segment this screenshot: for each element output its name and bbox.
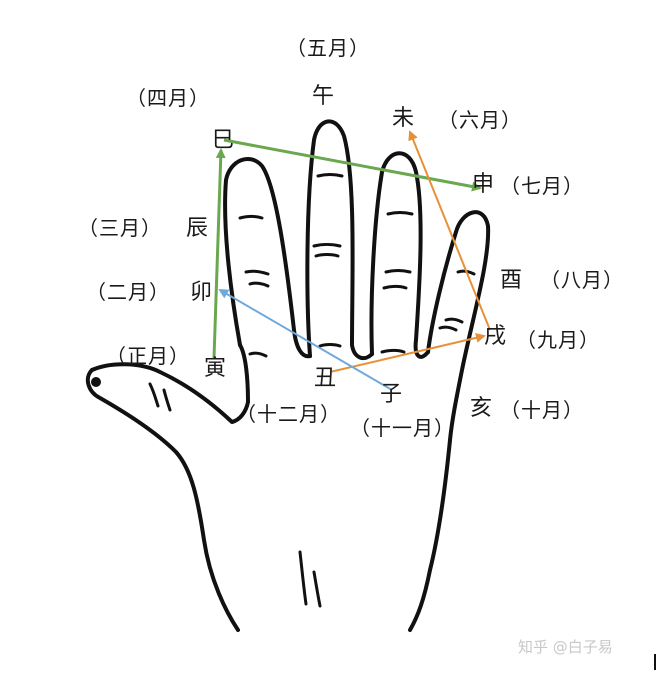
branch-label-hai: 亥 [470, 396, 493, 421]
branch-label-chou: 丑 [314, 366, 337, 391]
month-label-6: （六月） [438, 108, 522, 132]
palm-right-edge [408, 438, 452, 632]
month-label-2: （二月） [86, 280, 170, 304]
month-label-5: （五月） [286, 36, 370, 60]
middle-finger-outline [305, 119, 374, 361]
month-label-4: （四月） [126, 86, 210, 110]
branch-label-wu: 午 [312, 84, 335, 109]
branch-label-you: 酉 [500, 268, 523, 293]
month-label-12: （十二月） [236, 402, 341, 426]
branch-label-yin: 寅 [204, 356, 227, 381]
blue-arrow-zi-to-mao [218, 288, 393, 391]
branch-label-si: 巳 [212, 128, 235, 153]
month-label-7: （七月） [500, 174, 584, 198]
branch-label-shen: 申 [472, 172, 495, 197]
hand-outline [85, 119, 491, 632]
text-cursor [654, 654, 656, 670]
thumb-nail-mark [91, 377, 101, 387]
green-arrow-yin-to-si [212, 148, 226, 359]
month-label-11: （十一月） [350, 416, 455, 440]
branch-label-xu: 戌 [484, 324, 507, 349]
month-label-8: （八月） [540, 268, 624, 292]
month-label-10: （十月） [500, 398, 584, 422]
palm-left-edge [85, 368, 240, 632]
month-label-3: （三月） [78, 216, 162, 240]
little-finger-outline [426, 210, 491, 442]
green-arrow-si-to-shen [223, 138, 482, 192]
orange-arrow-chou-to-xu [329, 332, 486, 373]
index-finger-outline [223, 157, 312, 359]
month-label-9: （九月） [516, 328, 600, 352]
thumb-outline [90, 343, 250, 424]
watermark: 知乎 @白子易 [518, 638, 613, 656]
ring-finger-outline [369, 151, 430, 359]
orange-arrow-xu-to-wei [408, 130, 491, 331]
branch-label-zi: 子 [380, 382, 403, 407]
branch-label-chen: 辰 [186, 216, 209, 241]
month-label-1: （正月） [106, 344, 190, 368]
branch-label-wei: 未 [392, 106, 415, 131]
branch-label-mao: 卯 [190, 280, 213, 305]
finger-creases [148, 173, 476, 608]
